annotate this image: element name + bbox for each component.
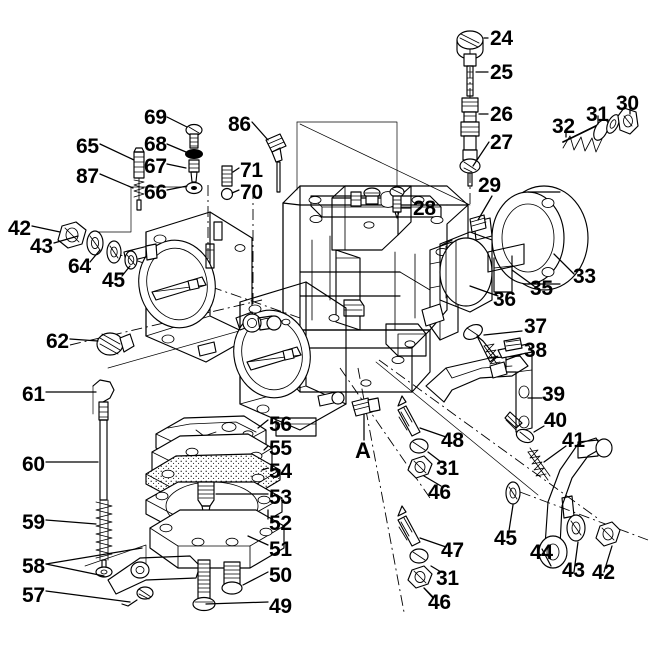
callout-55: 55: [269, 437, 292, 460]
carburetor-main-body: [123, 185, 469, 437]
callout-52: 52: [269, 512, 292, 535]
callout-71: 71: [240, 159, 263, 182]
callout-45-right: 45: [494, 527, 517, 550]
callout-46-lower: 46: [428, 591, 451, 614]
callout-35: 35: [530, 277, 553, 300]
mixture-screw-65-87: [133, 147, 145, 211]
callout-54: 54: [269, 460, 292, 483]
stud-stack-lower: [397, 505, 433, 589]
callout-47: 47: [441, 539, 464, 562]
callout-43-right: 43: [562, 559, 585, 582]
spring-washer-nut-right: [562, 107, 639, 153]
callout-58: 58: [22, 555, 45, 578]
callout-30: 30: [616, 92, 639, 115]
return-spring-41: [527, 447, 551, 481]
callout-45-left: 45: [102, 269, 125, 292]
throttle-bore-left: [138, 211, 253, 363]
callout-31-upper: 31: [436, 457, 459, 480]
callout-42-left: 42: [8, 217, 31, 240]
callout-24: 24: [490, 27, 513, 50]
callout-25: 25: [490, 61, 513, 84]
pilot-jet-column: [185, 123, 203, 195]
callout-86: 86: [228, 113, 251, 136]
vent-screw-86: [265, 133, 287, 193]
callout-29: 29: [478, 174, 501, 197]
throttle-lever-bracket: [425, 337, 533, 433]
body-screw-28: [389, 186, 405, 219]
callout-68: 68: [144, 133, 167, 156]
needle-valve-column: [456, 30, 484, 187]
callout-43-left: 43: [30, 235, 53, 258]
callout-39: 39: [542, 383, 565, 406]
callout-57: 57: [22, 584, 45, 607]
callout-67: 67: [144, 155, 167, 178]
callout-27: 27: [490, 131, 513, 154]
callout-56: 56: [269, 413, 292, 436]
flat-washer-45-right: [505, 481, 521, 505]
callout-44: 44: [530, 541, 553, 564]
throttle-bore-front: [233, 281, 347, 431]
callout-59: 59: [22, 511, 45, 534]
callout-61: 61: [22, 383, 45, 406]
bracket-screw-40: [504, 411, 535, 444]
callout-41: 41: [562, 429, 585, 452]
idle-screw-37-38: [463, 324, 508, 379]
mixture-rod-assembly: [92, 379, 154, 607]
float-bowl-stack: [107, 415, 285, 612]
callout-66: 66: [144, 181, 167, 204]
callout-48: 48: [441, 429, 464, 452]
callout-37: 37: [524, 315, 547, 338]
callout-36: 36: [493, 288, 516, 311]
callout-46-upper: 46: [428, 481, 451, 504]
callout-50: 50: [269, 564, 292, 587]
washer-stack-left: [57, 221, 138, 270]
leader-lines: [31, 37, 631, 605]
callout-38: 38: [524, 339, 547, 362]
callout-31-top: 31: [586, 103, 609, 126]
callout-33: 33: [573, 265, 596, 288]
callout-51: 51: [269, 538, 292, 561]
check-ball-70-71: [220, 165, 234, 201]
callout-65: 65: [76, 135, 99, 158]
callout-42-right: 42: [592, 561, 615, 584]
callout-70: 70: [240, 181, 263, 204]
stud-stack-upper: [397, 395, 433, 479]
callout-62: 62: [46, 330, 69, 353]
callout-53: 53: [269, 486, 292, 509]
callout-69: 69: [144, 106, 167, 129]
washer-nut-right: [566, 514, 621, 547]
callout-87: 87: [76, 165, 99, 188]
callout-A: A: [355, 438, 371, 463]
callout-49: 49: [269, 595, 292, 618]
callout-64: 64: [68, 255, 91, 278]
callout-60: 60: [22, 453, 45, 476]
drain-plug-62: [96, 332, 135, 356]
callout-28: 28: [413, 197, 436, 220]
callout-40: 40: [544, 409, 567, 432]
callout-31-lower: 31: [436, 567, 459, 590]
callout-32: 32: [552, 115, 575, 138]
callout-26: 26: [490, 103, 513, 126]
reference-plug-A: [351, 397, 381, 417]
